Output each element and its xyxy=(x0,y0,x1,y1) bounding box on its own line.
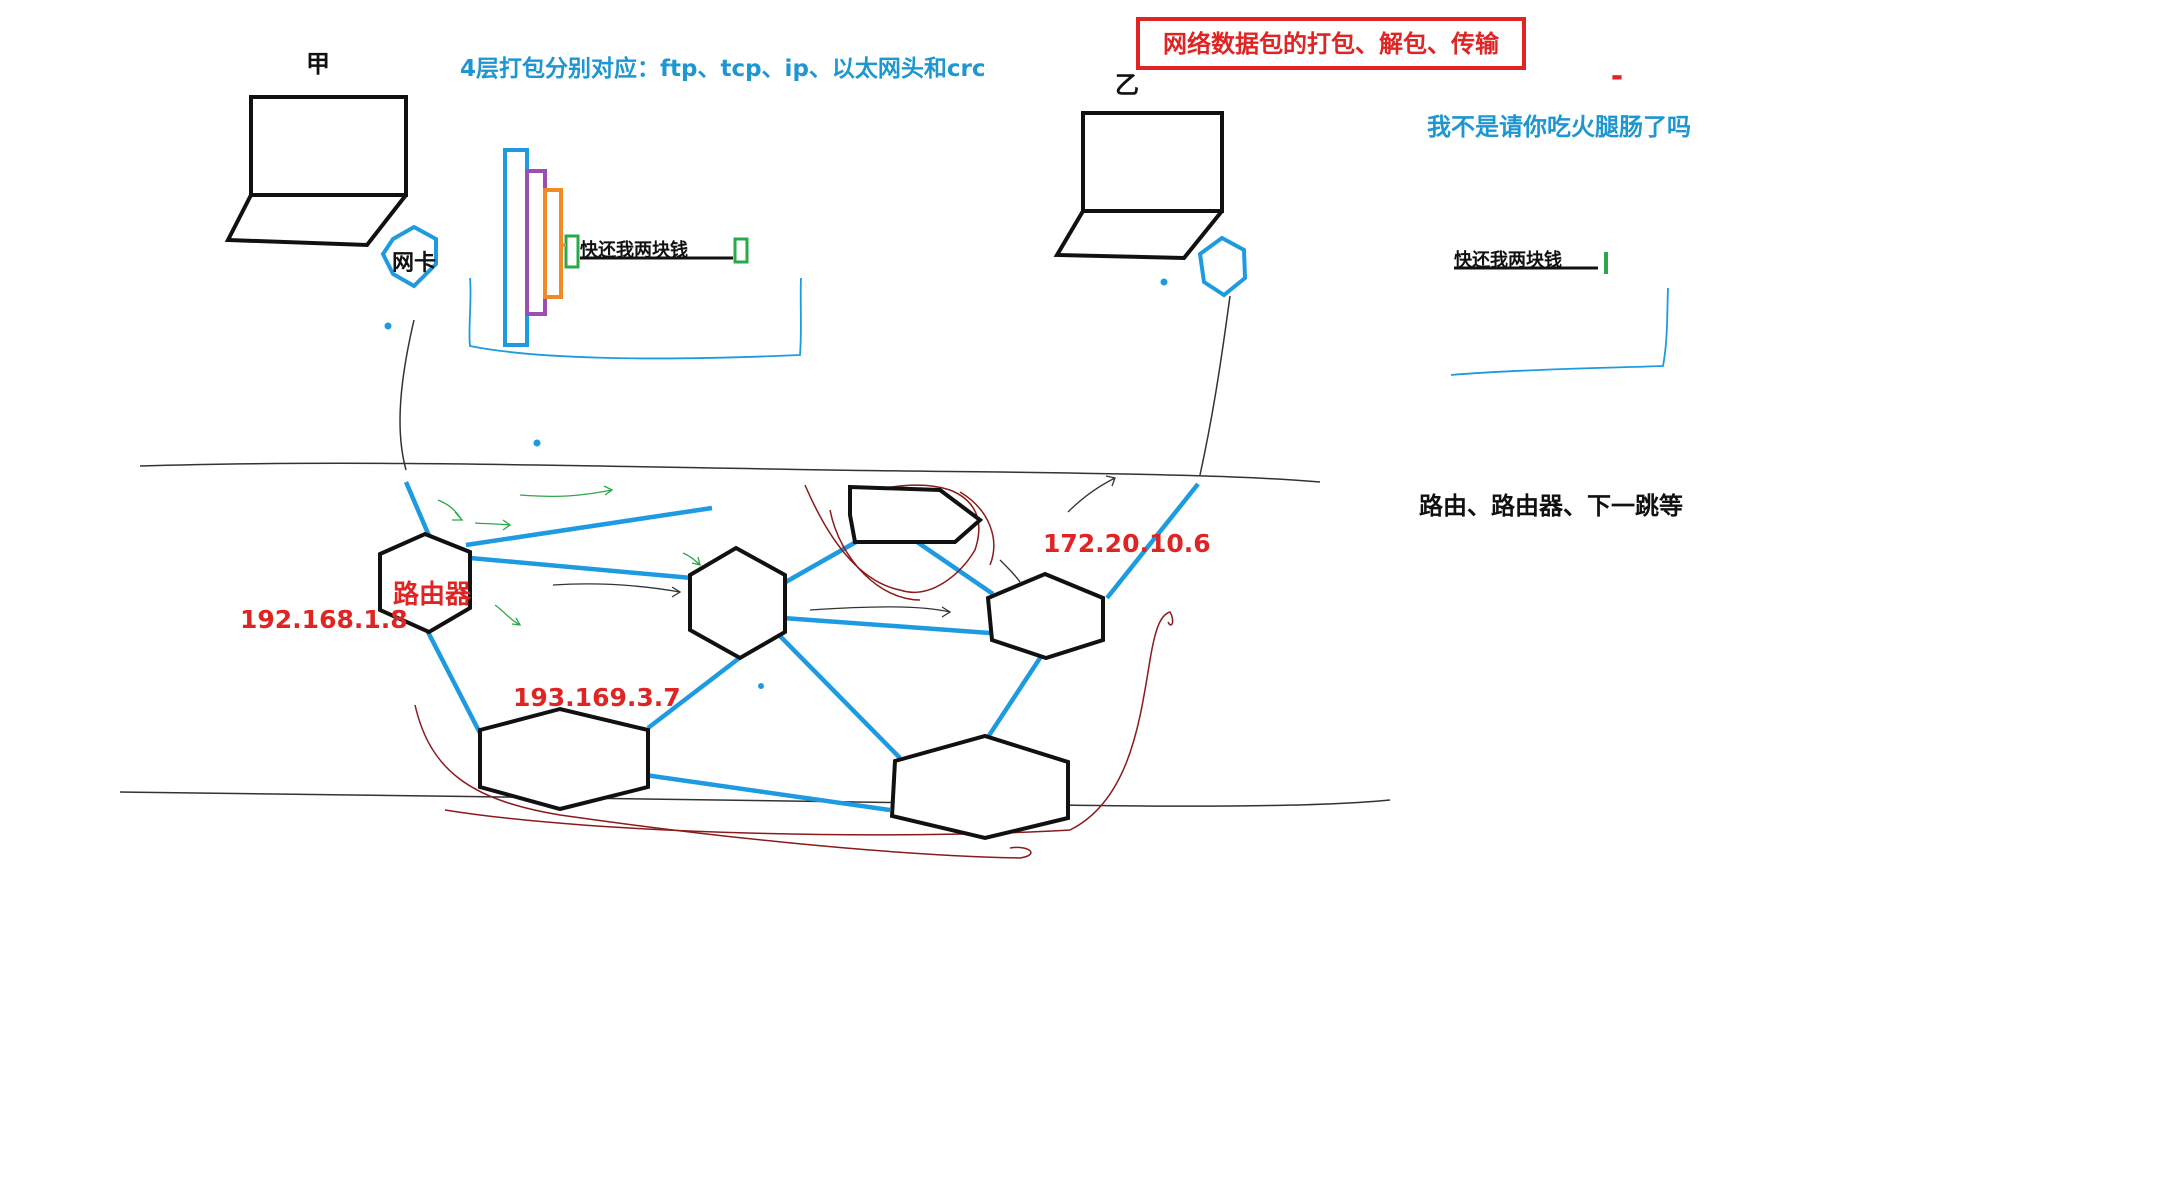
crc-bracket xyxy=(733,237,749,264)
group-underline-b xyxy=(1450,287,1669,376)
layers-note: 4层打包分别对应：ftp、tcp、ip、以太网头和crc xyxy=(460,55,986,82)
title-text: 网络数据包的打包、解包、传输 xyxy=(1163,30,1500,58)
router-label: 路由器 xyxy=(393,579,472,610)
red-dash-mark: - xyxy=(1611,59,1623,94)
router-center xyxy=(688,545,787,661)
host-b-label: 乙 xyxy=(1115,71,1139,99)
laptop-a-screen xyxy=(249,95,408,197)
nic-hexagon-icon xyxy=(1197,235,1248,298)
ethernet-layer-bracket xyxy=(503,148,529,347)
router-bottom-left xyxy=(478,706,650,812)
ip-label-main: 192.168.1.8 xyxy=(240,605,408,634)
title-frame xyxy=(1136,17,1526,70)
host-a-label: 甲 xyxy=(306,50,330,78)
routing-note: 路由、路由器、下一跳等 xyxy=(1419,492,1683,520)
router-hexagon-icon xyxy=(378,484,1105,841)
payload-b-text: 快还我两块钱 xyxy=(1454,249,1562,271)
packet-bracket-icon: 快还我两块钱 xyxy=(503,148,749,347)
laptop-b-screen xyxy=(1081,111,1224,213)
laptop-icon xyxy=(224,95,408,248)
ip-label-bottom-left: 193.169.3.7 xyxy=(513,683,681,712)
laptop-icon xyxy=(1053,111,1224,261)
router-bottom-right xyxy=(889,733,1070,841)
ip-layer-bracket xyxy=(525,169,547,316)
packet-flow-arrows xyxy=(437,485,701,626)
payload-text: 快还我两块钱 xyxy=(580,239,688,261)
ip-label-right: 172.20.10.6 xyxy=(1043,529,1211,558)
internet-boundary-bottom xyxy=(119,791,1391,807)
ftp-layer-bracket xyxy=(564,234,580,269)
nic-hexagon-icon: 网卡 xyxy=(380,224,438,289)
router-top xyxy=(848,484,984,544)
route-paths xyxy=(414,484,1174,859)
title-box: 网络数据包的打包、解包、传输 xyxy=(1136,17,1526,70)
tcp-layer-bracket xyxy=(543,188,563,299)
nic-label: 网卡 xyxy=(392,251,436,276)
gray-flow-arrows xyxy=(552,475,1116,618)
router-main xyxy=(378,531,472,635)
internet-boundary-top xyxy=(139,462,1321,483)
laptop-b-base xyxy=(1053,209,1224,261)
network-links xyxy=(403,481,1200,813)
reply-note: 我不是请你吃火腿肠了吗 xyxy=(1427,113,1691,141)
group-underline-a xyxy=(468,277,802,360)
laptop-a-base xyxy=(224,193,408,248)
router-right xyxy=(985,571,1105,661)
